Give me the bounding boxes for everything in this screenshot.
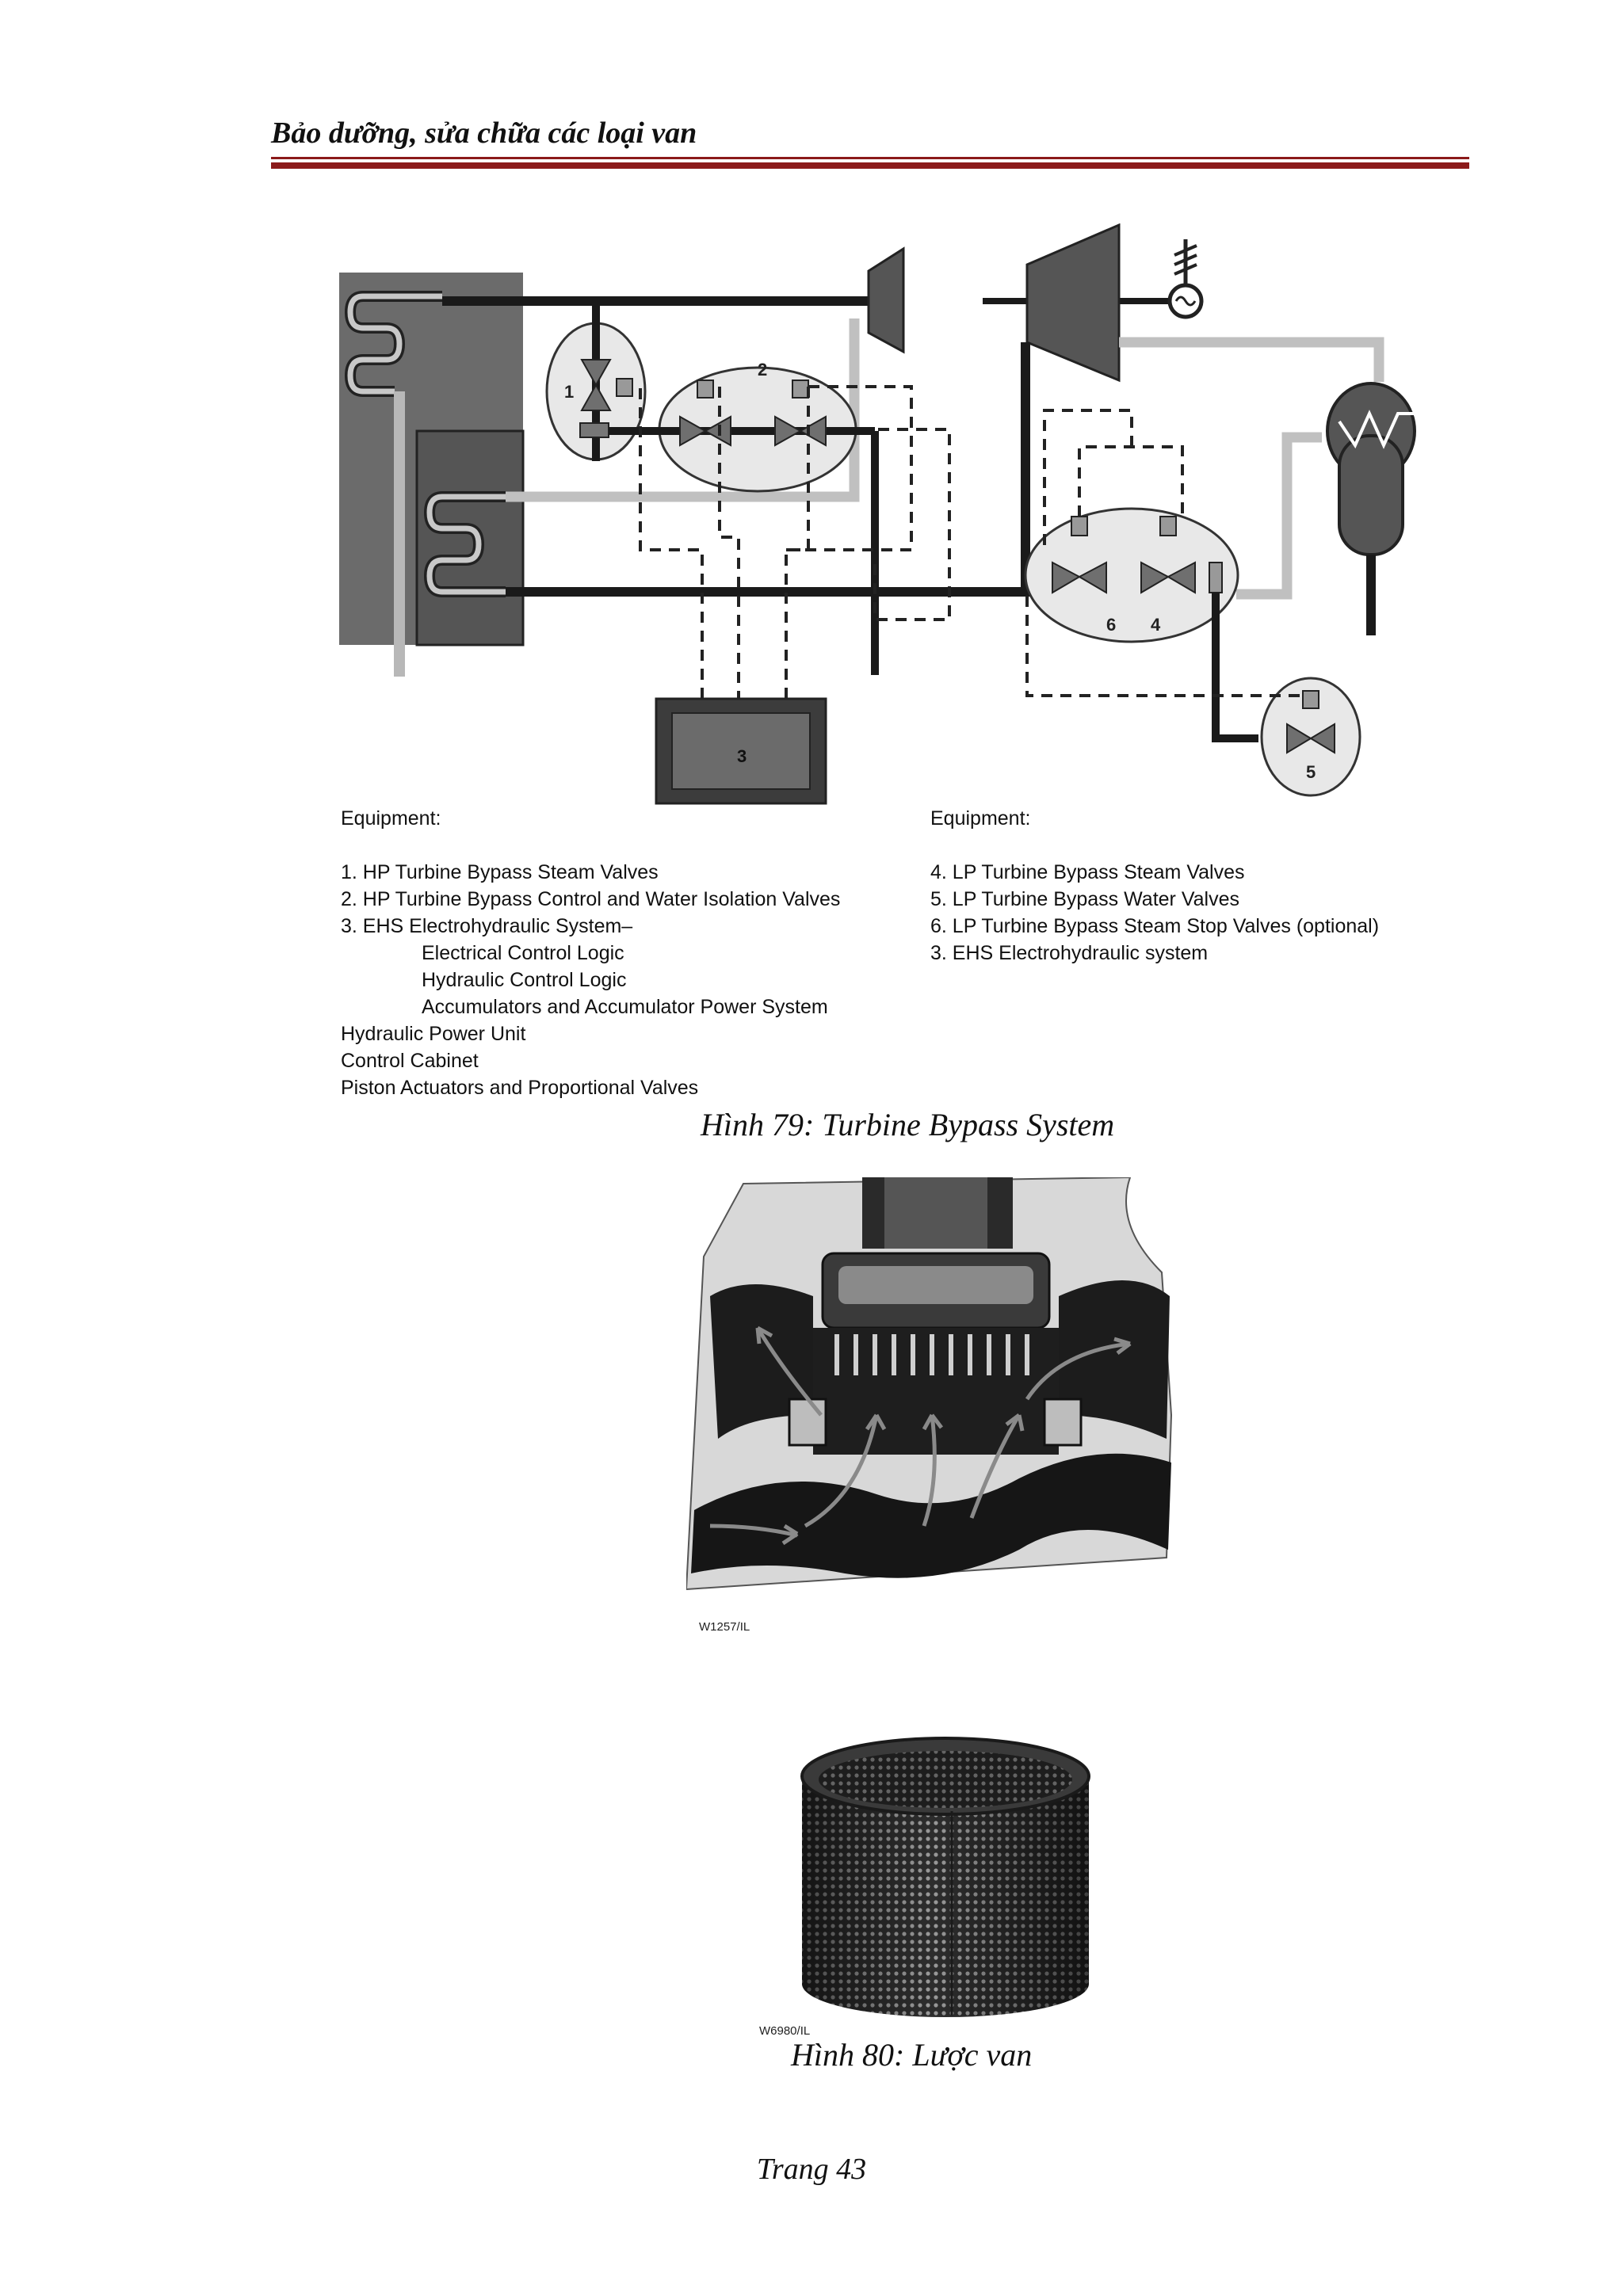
marker-4: 4 <box>1151 615 1161 635</box>
lp-water-valve-icon <box>1286 723 1312 754</box>
marker-5: 5 <box>1306 762 1316 782</box>
cutaway-tag: W1257/IL <box>699 1620 750 1634</box>
valve-body-right <box>1059 1280 1170 1439</box>
flow-passage <box>691 1453 1171 1578</box>
valve-group-5 <box>1260 677 1361 797</box>
hp-turbine <box>867 246 905 354</box>
lp-bypass-valve-icon <box>1140 561 1170 594</box>
legend-subitem: Hydraulic Control Logic <box>422 969 627 991</box>
control-signal-lines <box>639 385 1306 699</box>
legend-right-heading: Equipment: <box>930 807 1031 830</box>
hp-isolation-valve-icon <box>679 415 708 447</box>
figure80-caption: Hình 80: Lược van <box>791 2037 1033 2073</box>
strainer-tag: W6980/IL <box>759 2024 810 2038</box>
reheater-section <box>415 429 525 646</box>
legend-item: 2. HP Turbine Bypass Control and Water I… <box>341 888 841 910</box>
valve-cutaway-illustration: W1257/IL <box>685 1176 1178 1645</box>
lp-turbine <box>1025 223 1121 383</box>
marker-2: 2 <box>758 360 767 379</box>
legend-item: Hydraulic Power Unit <box>341 1023 526 1045</box>
valve-group-4-6 <box>1024 507 1239 643</box>
legend-item: 5. LP Turbine Bypass Water Valves <box>930 888 1240 910</box>
bypass-to-condenser-line <box>1236 432 1322 600</box>
superheater-coil-inner <box>347 293 442 395</box>
flow-arrows <box>709 1325 1132 1546</box>
legend-item: Piston Actuators and Proportional Valves <box>341 1077 699 1099</box>
lp-stop-valve-icon <box>1052 561 1082 594</box>
turbine-bypass-schematic: 1 2 6 4 5 <box>339 223 1416 805</box>
lp-exhaust-line <box>1119 337 1384 382</box>
legend-item: 4. LP Turbine Bypass Steam Valves <box>930 861 1245 883</box>
legend-subitem: Accumulators and Accumulator Power Syste… <box>422 996 828 1018</box>
legend-left-heading: Equipment: <box>341 807 441 830</box>
legend-subitem: Electrical Control Logic <box>422 942 624 964</box>
valve-cage <box>813 1328 1059 1455</box>
legend-left: Equipment: 1. HP Turbine Bypass Steam Va… <box>341 805 840 1101</box>
header-rule-thin <box>271 157 1469 159</box>
legend-right: Equipment: 4. LP Turbine Bypass Steam Va… <box>930 805 1379 967</box>
valve-body-left <box>710 1284 813 1439</box>
cold-reheat-line <box>506 318 860 502</box>
hp-control-valve-icon <box>774 415 803 447</box>
legend-item: 6. LP Turbine Bypass Steam Stop Valves (… <box>930 915 1380 937</box>
valve-strainer-illustration: W6980/IL <box>758 1732 1130 2039</box>
hp-bypass-valve-icon <box>580 359 612 387</box>
legend-item: 3. EHS Electrohydraulic system <box>930 942 1209 964</box>
document-header-title: Bảo dưỡng, sửa chữa các loại van <box>271 116 697 150</box>
legend-item: Control Cabinet <box>341 1050 479 1072</box>
marker-6: 6 <box>1106 615 1116 635</box>
figure79-caption: Hình 79: Turbine Bypass System <box>701 1107 1115 1142</box>
page-number: Trang 43 <box>756 2153 867 2186</box>
reheater-coil-inner <box>426 494 506 595</box>
legend-item: 3. EHS Electrohydraulic System– <box>341 915 633 937</box>
marker-3: 3 <box>737 746 747 766</box>
turbine-bypass-diagram: 1 2 6 4 5 <box>339 223 1449 1111</box>
legend-item: 1. HP Turbine Bypass Steam Valves <box>341 861 659 883</box>
header-rule-thick <box>271 162 1469 169</box>
marker-1: 1 <box>564 382 574 402</box>
